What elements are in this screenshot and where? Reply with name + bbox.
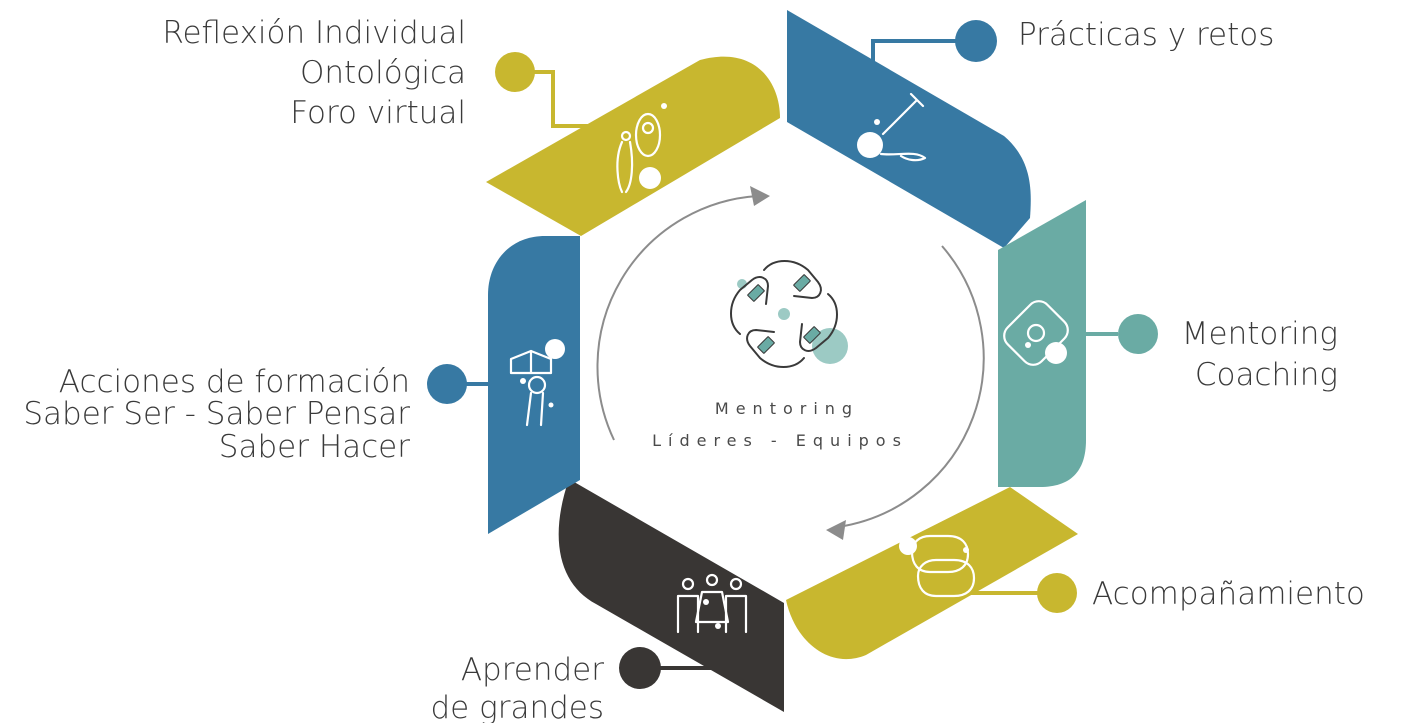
connector-practicas [871, 20, 997, 72]
label-acciones-3: Saber Hacer [219, 429, 410, 465]
label-acompanamiento-1: Acompañamiento [1092, 576, 1365, 612]
connector-reflexion [495, 52, 605, 128]
connector-dot-reflexion [495, 52, 535, 92]
cycle-arc-bottom [837, 245, 985, 528]
connector-dot-practicas [955, 20, 997, 62]
segment-reflexion [486, 56, 780, 236]
label-mentoring-2: Coaching [1195, 357, 1338, 393]
group-people-icon [676, 573, 748, 634]
connector-acompanamiento [965, 573, 1077, 613]
hands-circle-icon [730, 260, 848, 368]
label-aprender-2: de grandes [431, 690, 605, 723]
center-subtitle: Líderes - Equipos [652, 431, 908, 450]
segment-acciones [488, 236, 580, 534]
connector-dot-acciones [427, 364, 467, 404]
linked-rings-icon [899, 534, 976, 598]
label-acciones-2: Saber Ser - Saber Pensar [23, 396, 410, 432]
label-aprender-1: Aprender [461, 652, 604, 688]
connector-mentoring [1086, 314, 1158, 354]
segment-practicas [787, 10, 1031, 248]
connector-aprender [619, 647, 760, 689]
paintbrush-icon [857, 92, 927, 162]
label-reflexion-1: Reflexión Individual [162, 15, 466, 51]
segment-mentoring [998, 200, 1086, 487]
connector-acciones [427, 364, 520, 404]
label-practicas-1: Prácticas y retos [1018, 17, 1274, 53]
label-mentoring-1: Mentoring [1182, 316, 1338, 352]
center-title: Mentoring [715, 399, 859, 418]
connector-dot-acompanamiento [1037, 573, 1077, 613]
reflection-people-icon [616, 103, 667, 194]
cycle-arrowhead-bottom [826, 520, 846, 540]
label-reflexion-2: Ontológica [300, 55, 466, 91]
connector-dot-mentoring [1118, 314, 1158, 354]
cycle-arc-top [596, 195, 759, 441]
cycle-arrowhead-top [750, 186, 770, 206]
segment-aprender [558, 479, 784, 712]
label-reflexion-3: Foro virtual [290, 95, 466, 131]
label-acciones-1: Acciones de formación [59, 364, 410, 400]
hands-circle-icon-small [1003, 300, 1069, 366]
connector-dot-aprender [619, 647, 661, 689]
book-head-icon [509, 339, 565, 427]
